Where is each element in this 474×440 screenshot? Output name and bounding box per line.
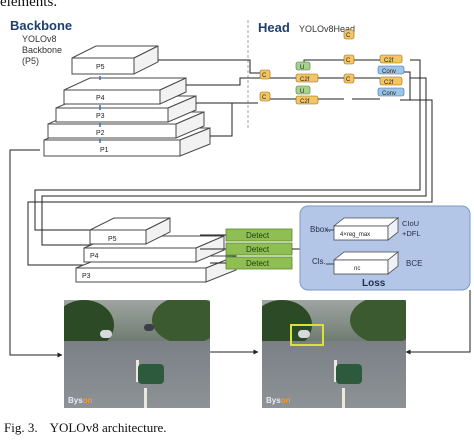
detection-box (290, 324, 324, 346)
backbone-label-p4: P4 (96, 95, 105, 102)
head-c2f-label-1: C2f (300, 77, 310, 83)
detect-label-3: Detect (246, 259, 270, 268)
head-c-label-5: C (346, 77, 351, 83)
neck-label-p5: P5 (108, 236, 117, 243)
neck-slab-p4: P4 (83, 235, 225, 263)
detect-label-2: Detect (246, 245, 270, 254)
head-c-block-2 (259, 69, 271, 80)
head-conv-label-1: Conv (382, 69, 396, 75)
backbone-label-p2: P2 (96, 130, 105, 137)
head-c-block-4 (343, 54, 355, 65)
car-2 (298, 330, 310, 338)
caption-text: YOLOv8 architecture. (49, 420, 167, 435)
output-photo: Byson (262, 300, 406, 408)
head-c-label-4: C (346, 58, 351, 64)
detect-blocks: Detect Detect Detect (200, 228, 300, 270)
loss-cls-box (333, 259, 389, 275)
top-text-fragment: elements. (0, 0, 58, 10)
head-c-label-3: C (262, 95, 267, 101)
head-c2f-label-3: C2f (384, 58, 394, 64)
input-photo: Byson (64, 300, 210, 408)
watermark-2: Byson (266, 396, 291, 405)
loss-cls-loss: BCE (406, 259, 422, 268)
head-c2f-label-2: C2f (300, 99, 310, 105)
head-c-block-5 (343, 73, 355, 84)
head-c2f-block-1 (295, 73, 319, 83)
head-c2f-block-3 (379, 54, 403, 64)
feedback-arrows (9, 149, 471, 358)
loss-panel: Bbox. 4×reg_max CIoU +DFL Cls. nc BCE Lo… (299, 205, 471, 291)
backbone-subtitle-line-1: YOLOv8 (22, 34, 57, 44)
backbone-stack: P1 P2 P3 P4 P5 (43, 45, 211, 157)
loss-cls-label: Cls. (312, 257, 326, 266)
head-u-label-2: U (300, 89, 304, 95)
backbone-to-head-connectors (27, 59, 433, 266)
backbone-subtitle-line-2: Backbone (22, 45, 63, 55)
car-3 (144, 324, 154, 331)
loss-bbox-loss-line1: CIoU (402, 219, 419, 228)
backbone-label-p1: P1 (100, 147, 109, 154)
neck-label-p4: P4 (90, 253, 99, 260)
head-conv-block-2 (377, 87, 405, 97)
neck-label-p3: P3 (82, 273, 91, 280)
loss-bbox-inner: 4×reg_max (340, 232, 370, 238)
head-u-block-2 (295, 85, 311, 95)
backbone-label-p3: P3 (96, 113, 105, 120)
head-conv-block-1 (377, 65, 405, 75)
head-c-label-1: C (346, 33, 351, 39)
backbone-subtitle: YOLOv8 Backbone (P5) (22, 34, 62, 67)
backbone-title: Backbone (10, 18, 73, 33)
head-u-block-1 (295, 61, 311, 71)
car-1 (138, 364, 164, 384)
head-c-block-1 (343, 29, 355, 40)
neck-stack: P3 P4 P5 (75, 217, 237, 283)
head-c2f-block-2 (295, 95, 319, 105)
head-c2f-label-4: C2f (384, 80, 394, 86)
backbone-label-p5: P5 (96, 64, 105, 71)
backbone-slab-p5: P5 (71, 45, 159, 75)
car-1 (336, 364, 362, 384)
loss-bbox-label: Bbox. (310, 225, 330, 234)
watermark-1: Byson (68, 396, 93, 405)
head-conv-label-2: Conv (382, 91, 396, 97)
loss-title: Loss (362, 278, 386, 289)
loss-bbox-loss-line2: +DFL (402, 229, 421, 238)
head-modules: C C C U C2f U C2f C C C2f Conv C2f Conv (259, 29, 405, 105)
detect-label-1: Detect (246, 231, 270, 240)
head-c-block-3 (259, 91, 271, 102)
backbone-subtitle-line-3: (P5) (22, 56, 40, 66)
head-c2f-block-4 (379, 76, 403, 86)
head-title: Head (258, 20, 290, 35)
head-c-label-2: C (262, 73, 267, 79)
loss-cls-inner: nc (354, 266, 360, 272)
car-2 (100, 330, 112, 338)
backbone-slab-p4: P4 (63, 77, 187, 105)
caption-number: Fig. 3. (4, 420, 38, 435)
figure-caption: Fig. 3. YOLOv8 architecture. (4, 420, 167, 436)
head-subtitle: YOLOv8Head (299, 24, 356, 34)
head-u-label-1: U (300, 65, 304, 71)
neck-slab-p5: P5 (89, 217, 171, 245)
